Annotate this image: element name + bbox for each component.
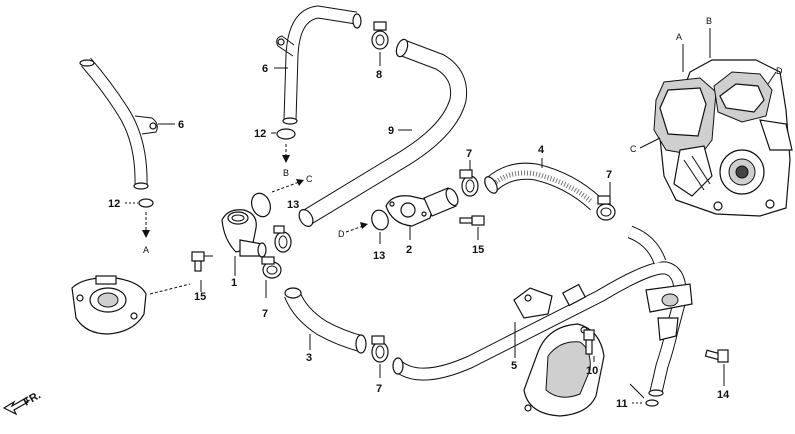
callout-15-center: 15 [472, 244, 484, 256]
callout-10: 10 [586, 365, 598, 377]
callout-3: 3 [306, 352, 312, 364]
clamp-8 [371, 21, 389, 50]
callout-13-lower: 13 [373, 250, 385, 262]
pump-cover-right [523, 323, 605, 417]
callout-4: 4 [538, 144, 545, 156]
callout-7-d: 7 [606, 169, 612, 181]
hose-9 [298, 38, 468, 227]
bolt-10 [583, 329, 595, 355]
letter-a-engine: A [676, 32, 682, 42]
fitting-2 [385, 187, 459, 227]
letter-a-left: A [143, 245, 149, 255]
callout-7-b: 7 [376, 383, 382, 395]
o-ring-12-left [138, 198, 154, 208]
callout-2: 2 [406, 244, 412, 256]
callout-7-a: 7 [262, 308, 268, 320]
engine-illustration [653, 59, 793, 217]
clamp-7-c [459, 169, 479, 197]
bolt-15-center [459, 215, 485, 226]
letter-c-left: C [306, 174, 313, 184]
bolt-15-left [191, 251, 205, 272]
letter-d-left: D [338, 229, 345, 239]
pipe-6-left [79, 57, 158, 190]
gasket-13-lower [371, 209, 389, 231]
clamp-7-b [261, 256, 282, 279]
elbow-joint-1 [221, 209, 267, 258]
callout-14: 14 [717, 389, 730, 401]
direction-label: FR. [22, 389, 43, 408]
letter-d-engine: D [776, 66, 783, 76]
callout-1: 1 [231, 277, 237, 289]
o-ring-11 [645, 399, 659, 407]
callout-12-left: 12 [108, 198, 120, 210]
clamp-7-a [273, 225, 292, 253]
hose-4 [484, 162, 602, 211]
front-direction-arrow: FR. [2, 389, 43, 416]
callout-12-upper: 12 [254, 128, 266, 140]
callout-9: 9 [388, 125, 394, 137]
hose-3 [284, 287, 367, 354]
letter-b-engine: B [706, 16, 712, 26]
letter-c-engine: C [630, 144, 637, 154]
pipe-6-upper [276, 5, 362, 125]
gasket-13-upper [250, 192, 272, 218]
callout-13-upper: 13 [287, 199, 299, 211]
clamp-7-d [596, 195, 616, 221]
letter-b-left: B [283, 168, 289, 178]
callout-15-left: 15 [194, 291, 206, 303]
o-ring-12-upper [276, 128, 296, 140]
pump-housing-left [71, 275, 147, 335]
callout-8: 8 [376, 69, 382, 81]
callout-5: 5 [511, 360, 517, 372]
bolt-14 [704, 349, 729, 363]
callout-11: 11 [616, 398, 628, 410]
callout-6-upper: 6 [262, 63, 268, 75]
callout-6-left: 6 [178, 119, 184, 131]
pipe-5 [392, 225, 693, 397]
callout-7-c: 7 [466, 148, 472, 160]
clamp-7-lower [371, 335, 389, 363]
